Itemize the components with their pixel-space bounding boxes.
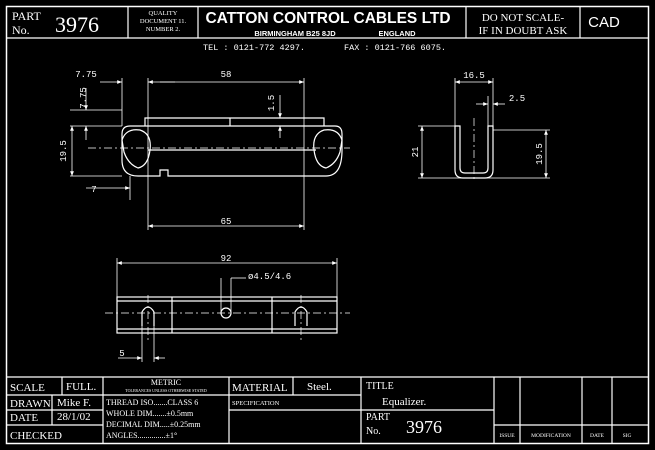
revision-header-issue: ISSUE (499, 433, 515, 439)
front-view (121, 117, 343, 177)
dim-height: 19.5 (59, 140, 69, 162)
quality-doc-line1: QUALITY (149, 10, 178, 17)
tolerance-whole-dim: WHOLE DIM.......±0.5mm (106, 409, 194, 418)
dim-hole-diameter: ø4.5/4.6 (248, 272, 291, 282)
company-address-city: BIRMINGHAM B25 8JD (254, 29, 336, 38)
drawn-label: DRAWN (10, 398, 51, 410)
dim-slot-depth: 1.5 (267, 95, 277, 111)
metric-note: TOLERANCES UNLESS OTHERWISE STATED (125, 388, 207, 393)
dim-top-edge-offset: 7.75 (75, 70, 97, 80)
front-view-flange (144, 117, 325, 126)
footer-part-label: PART (366, 412, 390, 423)
part-number: 3976 (55, 12, 99, 37)
front-view-outline (121, 125, 343, 177)
specification-label: SPECIFICATION (232, 400, 280, 407)
part-label: PART (12, 9, 42, 23)
revision-header-date: DATE (590, 433, 605, 439)
drawn-value: Mike F. (57, 397, 91, 409)
dim-side-width: 16.5 (463, 71, 485, 81)
quality-doc-line3: NUMBER 2. (146, 26, 181, 33)
dim-overall-length: 58 (221, 70, 232, 80)
title-label: TITLE (366, 381, 394, 392)
title-value: Equalizer. (382, 396, 427, 408)
cad-label: CAD (588, 14, 620, 31)
front-view-dimension-lines (70, 78, 305, 230)
plan-view-outline (116, 296, 338, 334)
drawing-border (5, 5, 650, 445)
revision-header-sig: SIG (623, 433, 632, 439)
metric-label: METRIC (151, 378, 181, 387)
dim-lower-offset: 7 (91, 185, 96, 195)
scale-label: SCALE (10, 382, 45, 394)
scale-warning-line1: DO NOT SCALE- (482, 12, 565, 24)
scale-value: FULL. (66, 381, 97, 393)
tolerance-thread: THREAD ISO.......CLASS 6 (106, 398, 198, 407)
scale-warning-line2: IF IN DOUBT ASK (479, 25, 568, 37)
dim-side-thickness: 2.5 (509, 94, 525, 104)
tolerance-decimal-dim: DECIMAL DIM.....±0.25mm (106, 420, 201, 429)
material-label: MATERIAL (232, 382, 288, 394)
material-value: Steel. (307, 381, 332, 393)
date-value: 28/1/02 (57, 411, 91, 423)
company-fax: FAX : 0121-766 6075. (344, 43, 446, 53)
footer-no-label: No. (366, 426, 381, 437)
dim-side-height: 21 (411, 147, 421, 158)
dim-plan-length: 92 (221, 254, 232, 264)
dim-side-edge-offset: 7.75 (79, 87, 89, 109)
plan-view-centerlines (105, 295, 350, 340)
checked-label: CHECKED (10, 430, 62, 442)
dim-hole-centres: 65 (221, 217, 232, 227)
date-label: DATE (10, 412, 38, 424)
quality-doc-line2: DOCUMENT 11. (140, 18, 187, 25)
company-address-country: ENGLAND (378, 29, 416, 38)
tolerance-angles: ANGLES..............±1° (106, 431, 177, 440)
title-block-grid (6, 376, 649, 444)
company-name: CATTON CONTROL CABLES LTD (205, 10, 450, 27)
dim-plan-end-offset: 5 (119, 349, 124, 359)
company-telephone: TEL : 0121-772 4297. (203, 43, 305, 53)
header-block (6, 6, 649, 39)
dim-side-inner-height: 19.5 (535, 143, 545, 165)
footer-part-number: 3976 (406, 417, 442, 437)
plan-view-dimension-lines (116, 258, 338, 362)
revision-header-modification: MODIFICATION (531, 433, 571, 439)
side-view-dimension-lines (418, 78, 550, 179)
no-label: No. (12, 23, 30, 37)
